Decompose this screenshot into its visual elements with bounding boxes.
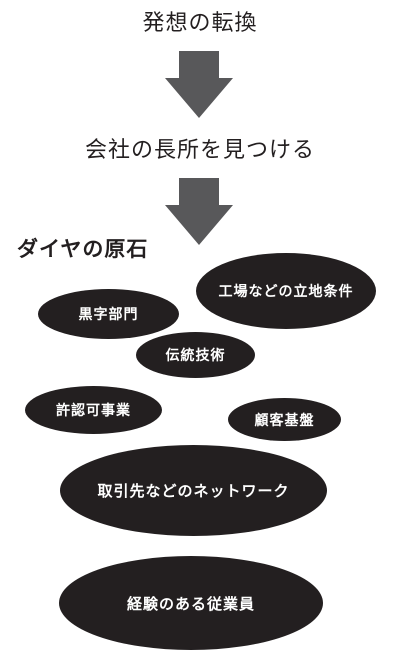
gem-label: 許認可事業	[56, 403, 131, 419]
gem-ellipse-customer-base: 顧客基盤	[228, 398, 341, 441]
flow-step-1: 発想の転換	[142, 11, 258, 36]
gem-label: 顧客基盤	[254, 412, 315, 429]
gem-ellipse-experienced-staff: 経験のある従業員	[59, 556, 323, 650]
down-arrow-icon	[165, 51, 233, 118]
gem-ellipse-traditional-technology: 伝統技術	[136, 332, 255, 378]
gem-ellipse-business-network: 取引先などのネットワーク	[60, 445, 327, 536]
flow-step-2: 会社の長所を見つける	[84, 138, 315, 163]
gem-label: 伝統技術	[165, 348, 226, 364]
gem-label: 黒字部門	[78, 307, 139, 323]
down-arrow-icon	[165, 178, 233, 245]
section-heading: ダイヤの原石	[17, 237, 149, 261]
gem-ellipse-licensed-business: 許認可事業	[25, 386, 162, 434]
gem-label: 取引先などのネットワーク	[97, 482, 290, 500]
gem-ellipse-factory-location: 工場などの立地条件	[196, 253, 376, 329]
gem-label: 経験のある従業員	[126, 594, 255, 613]
gem-label: 工場などの立地条件	[218, 284, 354, 300]
gem-ellipse-profitable-division: 黒字部門	[38, 289, 179, 339]
